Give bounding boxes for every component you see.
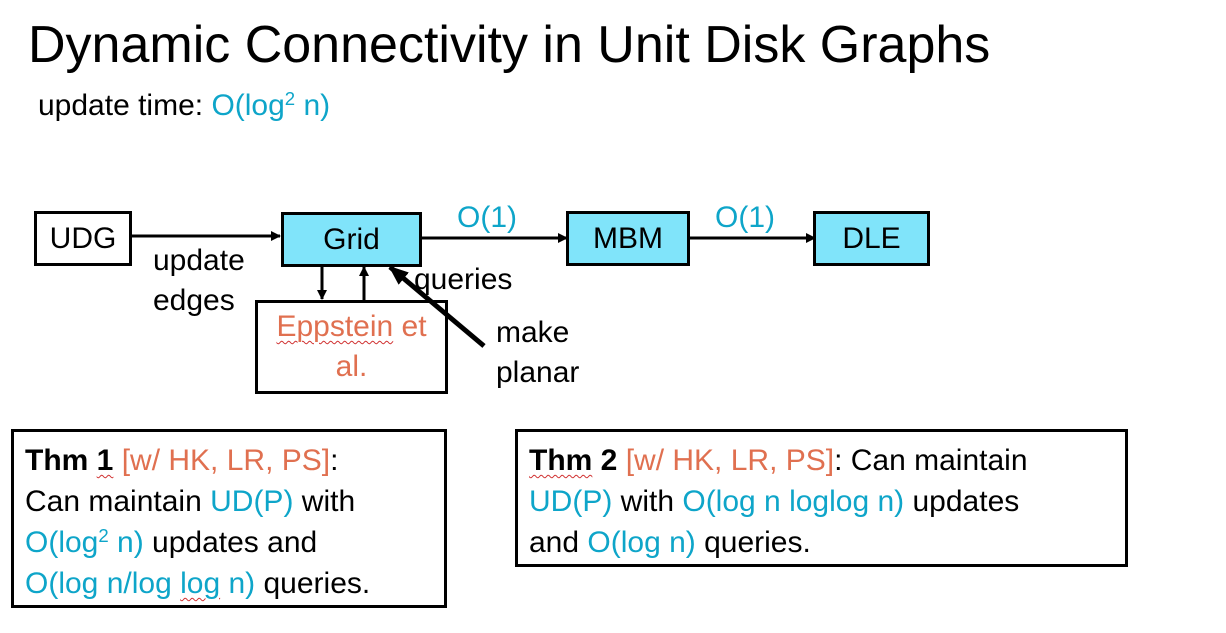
theorem-2-line1-suffix: : Can maintain	[834, 444, 1028, 477]
theorem-1-colon: :	[330, 444, 339, 477]
theorem-2-line3: and O(log n) queries.	[529, 522, 1125, 563]
dle-node-label: DLE	[842, 221, 901, 255]
update-time-value-sup: 2	[284, 87, 296, 109]
theorem-2-line3-prefix: and	[529, 526, 588, 559]
mbm-node: MBM	[566, 211, 690, 266]
eppstein-node-line1: Eppstein et	[276, 307, 426, 347]
theorem-1-update-bound-main: O(log	[25, 526, 99, 559]
theorem-1-line2: Can maintain UD(P) with	[25, 481, 444, 522]
theorem-1-name-plain: Thm	[25, 444, 97, 477]
update-edges-label: update edges	[153, 241, 245, 321]
theorem-1-update-bound: O(log2 n)	[25, 526, 144, 559]
theorem-2-name: Thm 2	[529, 444, 617, 477]
grid-node-label: Grid	[323, 222, 380, 256]
theorem-2-line2-suffix: updates	[904, 485, 1020, 518]
theorem-1-box: Thm 1 [w/ HK, LR, PS]: Can maintain UD(P…	[11, 429, 447, 608]
theorem-2-line3-suffix: queries.	[695, 526, 811, 559]
theorem-1-line2-suffix: with	[293, 485, 356, 518]
dle-node: DLE	[813, 211, 930, 266]
theorem-1-update-bound-tail: n)	[108, 526, 144, 559]
theorem-2-citation: [w/ HK, LR, PS]	[625, 444, 835, 477]
theorem-2-name-num: 2	[600, 444, 618, 477]
theorem-1-line1: Thm 1 [w/ HK, LR, PS]:	[25, 440, 444, 481]
theorem-1-line4: O(log n/log log n) queries.	[25, 563, 444, 604]
make-planar-label: make planar	[496, 313, 579, 393]
update-time-subtitle: update time: O(log2 n)	[38, 88, 330, 124]
theorem-2-name-word: Thm	[529, 444, 593, 477]
theorem-1-query-bound-b: n)	[220, 567, 256, 600]
update-edges-line1: update	[153, 244, 245, 277]
make-planar-line1: make	[496, 316, 570, 349]
theorem-2-line2-mid: with	[612, 485, 683, 518]
theorem-1-query-bound-wavy: log	[180, 567, 221, 600]
theorem-1-name-num: 1	[96, 444, 114, 477]
theorem-1-line2-prefix: Can maintain	[25, 485, 211, 518]
eppstein-node-line2: al.	[335, 350, 368, 383]
theorem-1-udp: UD(P)	[210, 485, 294, 518]
update-edges-line2: edges	[153, 284, 235, 317]
eppstein-node-rest: et	[393, 310, 427, 343]
theorem-1-line3-suffix: updates and	[143, 526, 318, 559]
update-time-value-tail: n)	[295, 89, 331, 122]
theorem-2-udp: UD(P)	[529, 485, 613, 518]
theorem-1-query-bound-a: O(log n/log	[25, 567, 181, 600]
arrow-make-planar-to-grid	[388, 265, 486, 348]
mbm-node-label: MBM	[593, 221, 663, 255]
theorem-2-line1: Thm 2 [w/ HK, LR, PS]: Can maintain	[529, 440, 1125, 481]
slide-title: Dynamic Connectivity in Unit Disk Graphs	[28, 16, 991, 74]
theorem-2-update-bound: O(log n loglog n)	[682, 485, 905, 518]
theorem-1-line3: O(log2 n) updates and	[25, 522, 444, 563]
make-planar-line2: planar	[496, 356, 580, 389]
theorem-1-citation: [w/ HK, LR, PS]	[121, 444, 331, 477]
udg-node-label: UDG	[49, 221, 117, 255]
eppstein-node: Eppstein et al.	[255, 300, 448, 394]
theorem-1-name: Thm 1	[25, 444, 113, 477]
grid-mbm-cost-label: O(1)	[457, 201, 517, 234]
update-time-label: update time:	[38, 89, 212, 122]
queries-label: queries	[414, 263, 513, 296]
grid-node: Grid	[281, 212, 422, 267]
theorem-1-update-bound-sup: 2	[98, 524, 109, 546]
theorem-1-line4-suffix: queries.	[255, 567, 371, 600]
update-time-value: O(log2 n)	[211, 89, 330, 122]
theorem-2-line2: UD(P) with O(log n loglog n) updates	[529, 481, 1125, 522]
mbm-dle-cost-label: O(1)	[715, 201, 775, 234]
theorem-2-query-bound: O(log n)	[587, 526, 696, 559]
udg-node: UDG	[34, 211, 132, 266]
update-time-value-main: O(log	[211, 89, 285, 122]
theorem-1-query-bound: O(log n/log log n)	[25, 567, 255, 600]
eppstein-node-wavy: Eppstein	[276, 310, 394, 343]
theorem-2-box: Thm 2 [w/ HK, LR, PS]: Can maintain UD(P…	[515, 429, 1128, 567]
